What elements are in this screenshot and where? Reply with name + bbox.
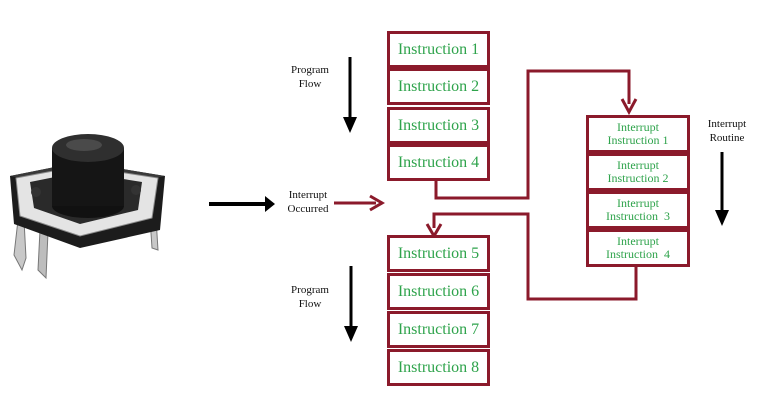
instruction-label-1: Instruction 1 [397, 40, 480, 58]
interrupt-routine-line-2: Routine [709, 132, 745, 144]
instruction-label-4: Instruction 4 [397, 153, 480, 171]
instruction-box-7: Instruction 7 [387, 311, 490, 348]
instruction-box-8: Instruction 8 [387, 349, 490, 386]
interrupt-instruction-4-line-1: Interrupt [617, 234, 659, 248]
interrupt-instruction-4-line-2: Instruction 4 [606, 247, 670, 261]
instruction-box-6: Instruction 6 [387, 273, 490, 310]
interrupt-routine-down-arrow [715, 152, 729, 226]
program-flow-top-line-1: Program [291, 64, 329, 76]
program-flow-bottom-line-1: Program [291, 284, 329, 296]
program-flow-top-line-2: Flow [298, 78, 322, 90]
interrupt-instruction-3-line-2: Instruction 3 [606, 209, 670, 223]
instruction-box-3: Instruction 3 [387, 107, 490, 144]
program-flow-down-arrow-bottom [344, 266, 358, 342]
instruction-label-5: Instruction 5 [397, 244, 480, 262]
interrupt-instruction-2-line-2: Instruction 2 [607, 171, 669, 185]
instruction-label-6: Instruction 6 [397, 282, 480, 300]
jump-to-isr-line [434, 69, 631, 200]
program-flow-label-top: Program Flow [282, 63, 338, 91]
instruction-box-5: Instruction 5 [387, 235, 490, 272]
program-flow-bottom-line-2: Flow [298, 298, 322, 310]
interrupt-routine-line-1: Interrupt [707, 118, 747, 130]
instruction-label-7: Instruction 7 [397, 320, 480, 338]
interrupt-routine-label: Interrupt Routine [700, 117, 754, 145]
instruction-box-2: Instruction 2 [387, 68, 490, 105]
instruction-box-1: Instruction 1 [387, 31, 490, 68]
instruction-label-8: Instruction 8 [397, 358, 480, 376]
interrupt-instruction-1-line-1: Interrupt [617, 120, 659, 134]
interrupt-instruction-1-line-2: Instruction 1 [607, 133, 669, 147]
return-from-isr-line [432, 212, 638, 301]
interrupt-occurred-label: Interrupt Occurred [280, 188, 336, 216]
instruction-label-3: Instruction 3 [397, 116, 480, 134]
instruction-label-2: Instruction 2 [397, 77, 480, 95]
interrupt-occurred-line-1: Interrupt [288, 189, 328, 201]
interrupt-instruction-3-line-1: Interrupt [617, 196, 659, 210]
interrupt-occurred-line-2: Occurred [287, 203, 329, 215]
program-flow-label-bottom: Program Flow [282, 283, 338, 311]
button-to-interrupt-arrow [209, 196, 275, 212]
interrupt-instruction-2-line-1: Interrupt [617, 158, 659, 172]
instruction-box-4: Instruction 4 [387, 144, 490, 181]
program-flow-down-arrow-top [343, 57, 357, 133]
push-button-icon [10, 134, 165, 280]
